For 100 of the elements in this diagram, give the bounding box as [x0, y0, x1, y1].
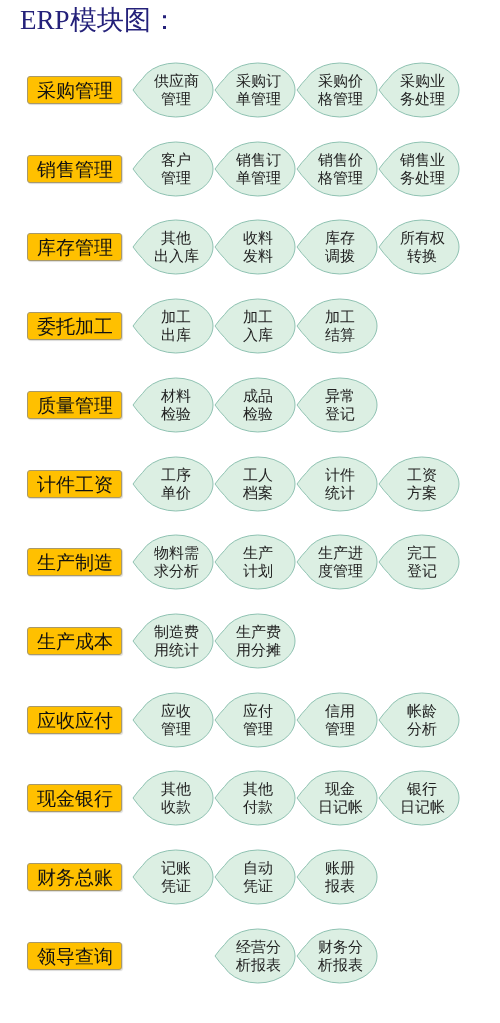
feature-label: 工资方案: [407, 465, 437, 502]
speech-bubble: [214, 219, 296, 276]
module-name: 现金银行: [36, 787, 113, 810]
feature-label: 信用管理: [325, 701, 355, 738]
speech-bubble: [378, 691, 460, 748]
feature-label: 工序单价: [161, 465, 191, 502]
module-name: 委托加工: [36, 315, 113, 338]
feature-label: 客户管理: [161, 150, 191, 187]
module-box: [27, 469, 122, 498]
speech-bubble: [378, 140, 460, 197]
speech-bubble: [296, 770, 378, 827]
module-box: [27, 941, 122, 970]
feature-label: 经营分析报表: [235, 937, 281, 974]
speech-bubble: [296, 849, 378, 905]
feature-label: 制造费用统计: [153, 622, 199, 659]
feature-label: 采购业务处理: [399, 72, 445, 108]
feature-label: 库存调拨: [325, 229, 355, 266]
speech-bubble: [214, 534, 296, 591]
feature-label: 采购价格管理: [317, 72, 363, 108]
feature-label: 财务分析报表: [317, 937, 363, 974]
speech-bubble: [296, 376, 378, 433]
feature-label: 其他付款: [243, 780, 273, 817]
feature-label: 工人档案: [243, 465, 273, 502]
module-name: 领导查询: [36, 944, 113, 967]
speech-bubble: [296, 62, 378, 118]
speech-bubble: [214, 770, 296, 827]
feature-label: 销售订单管理: [235, 150, 281, 187]
module-box: [27, 626, 122, 655]
speech-bubble: [214, 691, 296, 748]
module-name: 库存管理: [36, 236, 113, 259]
feature-label: 记账凭证: [161, 859, 191, 895]
feature-label: 采购订单管理: [235, 72, 281, 108]
feature-label: 收料发料: [243, 229, 273, 266]
module-box: [27, 863, 122, 891]
speech-bubble: [132, 770, 214, 827]
feature-label: 银行日记帐: [399, 780, 445, 817]
speech-bubble: [378, 534, 460, 591]
module-box: [27, 312, 122, 341]
module-name: 生产制造: [36, 551, 113, 574]
feature-label: 销售业务处理: [399, 150, 445, 187]
title: ERP模块图：: [20, 4, 178, 36]
feature-label: 帐龄分析: [407, 701, 437, 738]
module-box: [27, 76, 122, 104]
feature-label: 所有权转换: [399, 229, 445, 266]
feature-label: 其他出入库: [153, 229, 199, 266]
module-name: 计件工资: [36, 472, 113, 495]
speech-bubble: [296, 298, 378, 355]
module-box: [27, 154, 122, 183]
feature-label: 物料需求分析: [153, 544, 199, 581]
speech-bubble: [378, 455, 460, 512]
feature-label: 加工入库: [243, 308, 273, 345]
feature-label: 其他收款: [161, 780, 191, 817]
speech-bubble: [132, 691, 214, 748]
feature-label: 生产费用分摊: [235, 622, 281, 659]
speech-bubble: [214, 849, 296, 905]
feature-label: 成品检验: [243, 386, 273, 423]
feature-label: 生产进度管理: [317, 544, 363, 581]
feature-label: 加工结算: [325, 308, 355, 345]
feature-label: 销售价格管理: [317, 150, 363, 187]
speech-bubble: [132, 298, 214, 355]
feature-label: 完工登记: [407, 544, 437, 581]
feature-label: 计件统计: [325, 465, 355, 502]
feature-label: 应付管理: [243, 701, 273, 738]
speech-bubble: [296, 140, 378, 197]
module-box: [27, 784, 122, 813]
module-box: [27, 390, 122, 419]
module-name: 应收应付: [36, 708, 113, 731]
module-name: 采购管理: [36, 79, 113, 101]
module-box: [27, 233, 122, 262]
feature-label: 自动凭证: [243, 859, 273, 895]
speech-bubble: [296, 219, 378, 276]
speech-bubble: [378, 219, 460, 276]
feature-label: 应收管理: [161, 701, 191, 738]
speech-bubble: [214, 455, 296, 512]
speech-bubble: [214, 612, 296, 669]
feature-label: 账册报表: [325, 859, 355, 895]
speech-bubble: [132, 612, 214, 669]
speech-bubble: [214, 298, 296, 355]
module-name: 生产成本: [36, 629, 113, 652]
speech-bubble: [214, 140, 296, 197]
module-box: [27, 705, 122, 734]
speech-bubble: [132, 140, 214, 197]
speech-bubble: [132, 534, 214, 591]
module-name: 质量管理: [36, 393, 113, 416]
speech-bubble: [214, 62, 296, 118]
feature-label: 生产计划: [243, 544, 273, 581]
speech-bubble: [296, 691, 378, 748]
feature-label: 异常登记: [325, 386, 355, 423]
speech-bubble: [214, 376, 296, 433]
speech-bubble: [132, 849, 214, 905]
speech-bubble: [132, 455, 214, 512]
module-name: 销售管理: [36, 157, 113, 180]
feature-label: 现金日记帐: [317, 780, 363, 817]
speech-bubble: [378, 62, 460, 118]
feature-label: 材料检验: [161, 386, 191, 423]
module-name: 财务总账: [36, 866, 113, 888]
feature-label: 加工出库: [161, 308, 191, 345]
speech-bubble: [296, 534, 378, 591]
feature-label: 供应商管理: [153, 72, 199, 108]
speech-bubble: [296, 455, 378, 512]
